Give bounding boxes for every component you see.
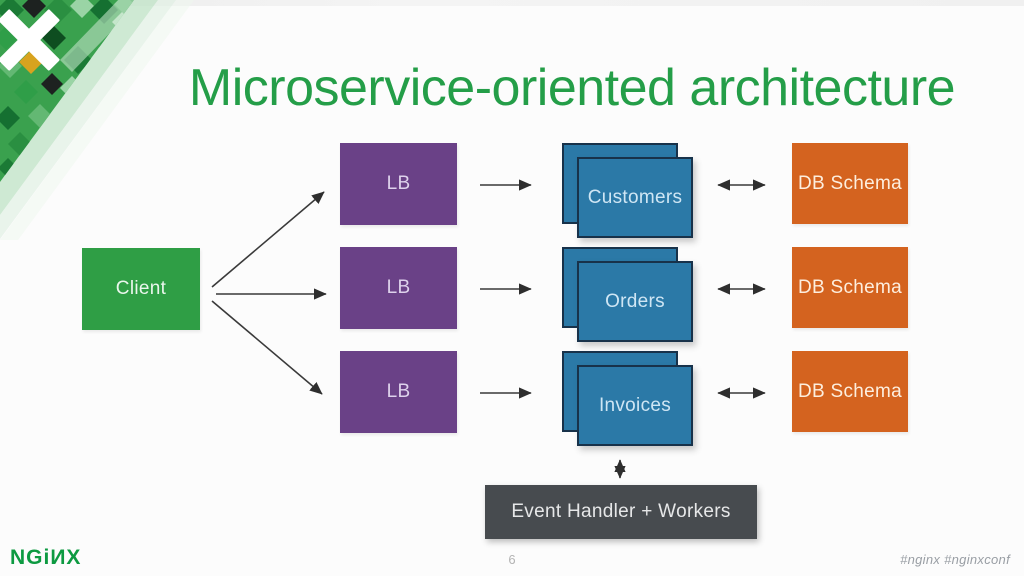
db-schema-label: DB Schema <box>797 172 903 194</box>
arrow-client-to-lb3 <box>211 300 323 395</box>
service-stack-invoices: Invoices <box>562 351 695 448</box>
db-schema-box-2: DB Schema <box>792 247 908 328</box>
db-schema-label: DB Schema <box>797 380 903 402</box>
lb-box-1: LB <box>340 143 457 225</box>
x-letter-mark <box>0 9 60 71</box>
service-label: Customers <box>587 186 683 208</box>
arrow-client-to-lb1 <box>211 191 325 288</box>
db-schema-label: DB Schema <box>797 276 903 298</box>
mosaic-streak <box>0 0 194 240</box>
nginx-wordmark: NGiИX <box>10 546 82 569</box>
nginxconf-mosaic-logo <box>0 0 194 240</box>
slide-title: Microservice-oriented architecture <box>188 59 956 117</box>
lb-label: LB <box>386 381 411 402</box>
client-box: Client <box>82 248 200 330</box>
mosaic-streak <box>0 0 176 239</box>
service-stack-customers: Customers <box>562 143 695 240</box>
db-schema-box-1: DB Schema <box>792 143 908 224</box>
hashtags: #nginx #nginxconf <box>900 552 1010 567</box>
lb-label: LB <box>386 277 411 298</box>
lb-box-2: LB <box>340 247 457 329</box>
lb-label: LB <box>386 173 411 194</box>
service-label: Orders <box>605 290 665 312</box>
service-card-front: Orders <box>577 261 693 342</box>
db-schema-box-3: DB Schema <box>792 351 908 432</box>
service-card-front: Customers <box>577 157 693 238</box>
lb-box-3: LB <box>340 351 457 433</box>
event-handler-label: Event Handler + Workers <box>511 501 731 522</box>
top-edge-artifact <box>0 0 1024 6</box>
service-card-front: Invoices <box>577 365 693 446</box>
page-number: 6 <box>508 552 516 567</box>
service-label: Invoices <box>598 394 672 416</box>
event-handler-box: Event Handler + Workers <box>485 485 757 539</box>
client-label: Client <box>115 278 167 299</box>
service-stack-orders: Orders <box>562 247 695 344</box>
